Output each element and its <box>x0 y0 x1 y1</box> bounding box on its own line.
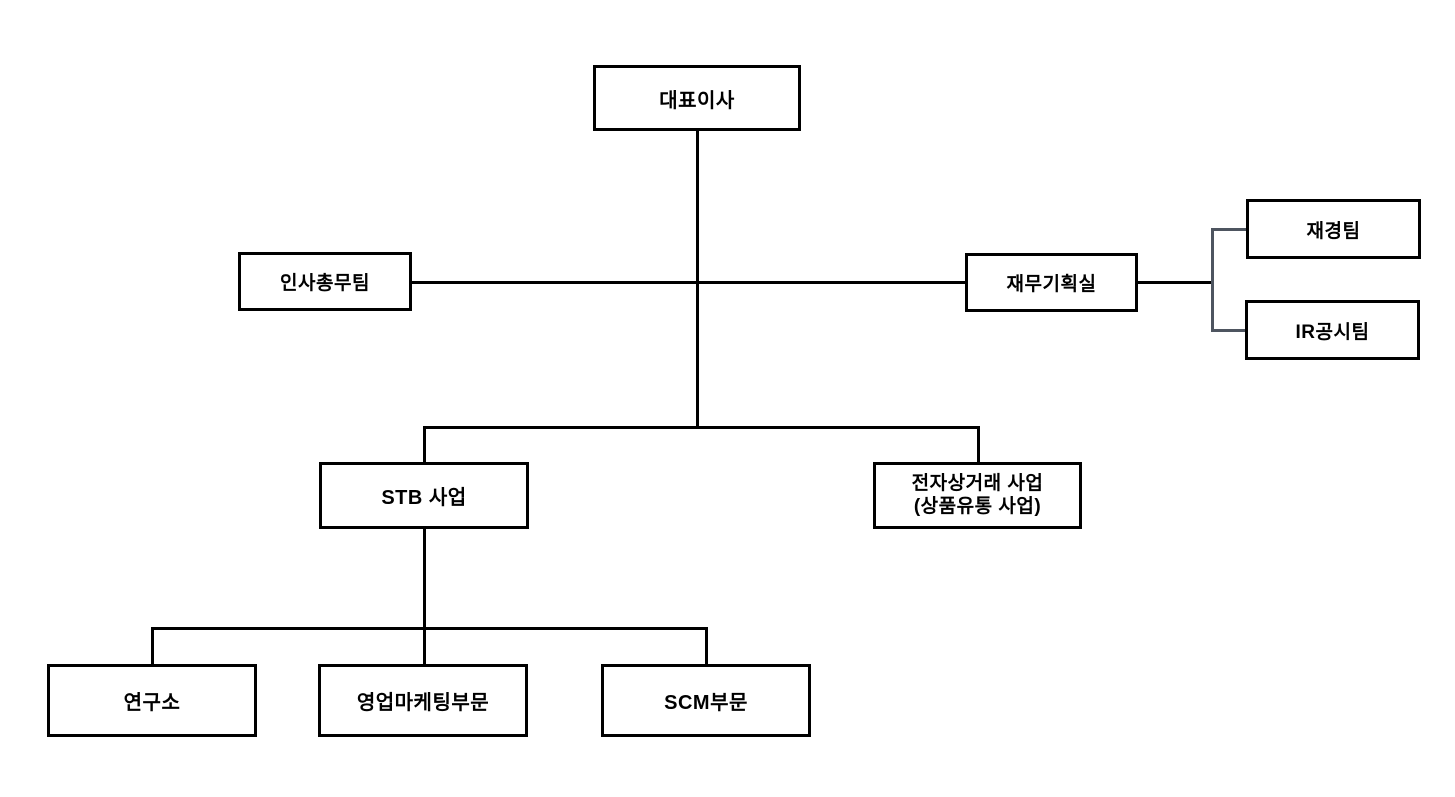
node-stb-business: STB 사업 <box>319 462 529 529</box>
node-sales-marketing-label: 영업마케팅부문 <box>356 692 490 714</box>
connector-ecommerce-drop <box>977 426 980 464</box>
connector-stb-children-branch <box>151 627 708 630</box>
connector-bracket-to-finance-team <box>1211 228 1248 231</box>
node-scm-division: SCM부문 <box>601 664 811 737</box>
connector-scm-drop <box>705 627 708 666</box>
node-finance-planning: 재무기획실 <box>965 253 1138 312</box>
node-finance-team: 재경팀 <box>1246 199 1421 259</box>
node-ecommerce-label-line2: (상품유통 사업) <box>913 495 1042 517</box>
node-ir-disclosure-team: IR공시팀 <box>1245 300 1420 360</box>
node-ecommerce-business: 전자상거래 사업 (상품유통 사업) <box>873 462 1082 529</box>
node-research-institute: 연구소 <box>47 664 257 737</box>
connector-hr-financeplanning <box>412 281 965 284</box>
node-ceo: 대표이사 <box>593 65 801 131</box>
connector-bracket-to-ir-team <box>1211 329 1247 332</box>
node-stb-label: STB 사업 <box>381 487 467 509</box>
connector-ceo-vertical <box>696 131 699 428</box>
node-ir-team-label: IR공시팀 <box>1295 321 1370 343</box>
connector-stb-vertical <box>423 529 426 666</box>
connector-research-drop <box>151 627 154 666</box>
node-ecommerce-label-line1: 전자상거래 사업 <box>911 473 1044 495</box>
node-scm-label: SCM부문 <box>664 692 748 714</box>
node-finance-team-label: 재경팀 <box>1306 220 1361 242</box>
node-hr-general-affairs: 인사총무팀 <box>238 252 412 311</box>
node-hr-label: 인사총무팀 <box>280 273 370 294</box>
node-research-label: 연구소 <box>123 692 181 714</box>
connector-business-branch <box>423 426 980 429</box>
node-sales-marketing-division: 영업마케팅부문 <box>318 664 528 737</box>
connector-bracket-vertical <box>1211 228 1214 332</box>
connector-financeplanning-right <box>1138 281 1213 284</box>
node-ceo-label: 대표이사 <box>659 89 735 112</box>
node-finance-planning-label: 재무기획실 <box>1006 274 1097 295</box>
connector-stb-drop <box>423 426 426 464</box>
